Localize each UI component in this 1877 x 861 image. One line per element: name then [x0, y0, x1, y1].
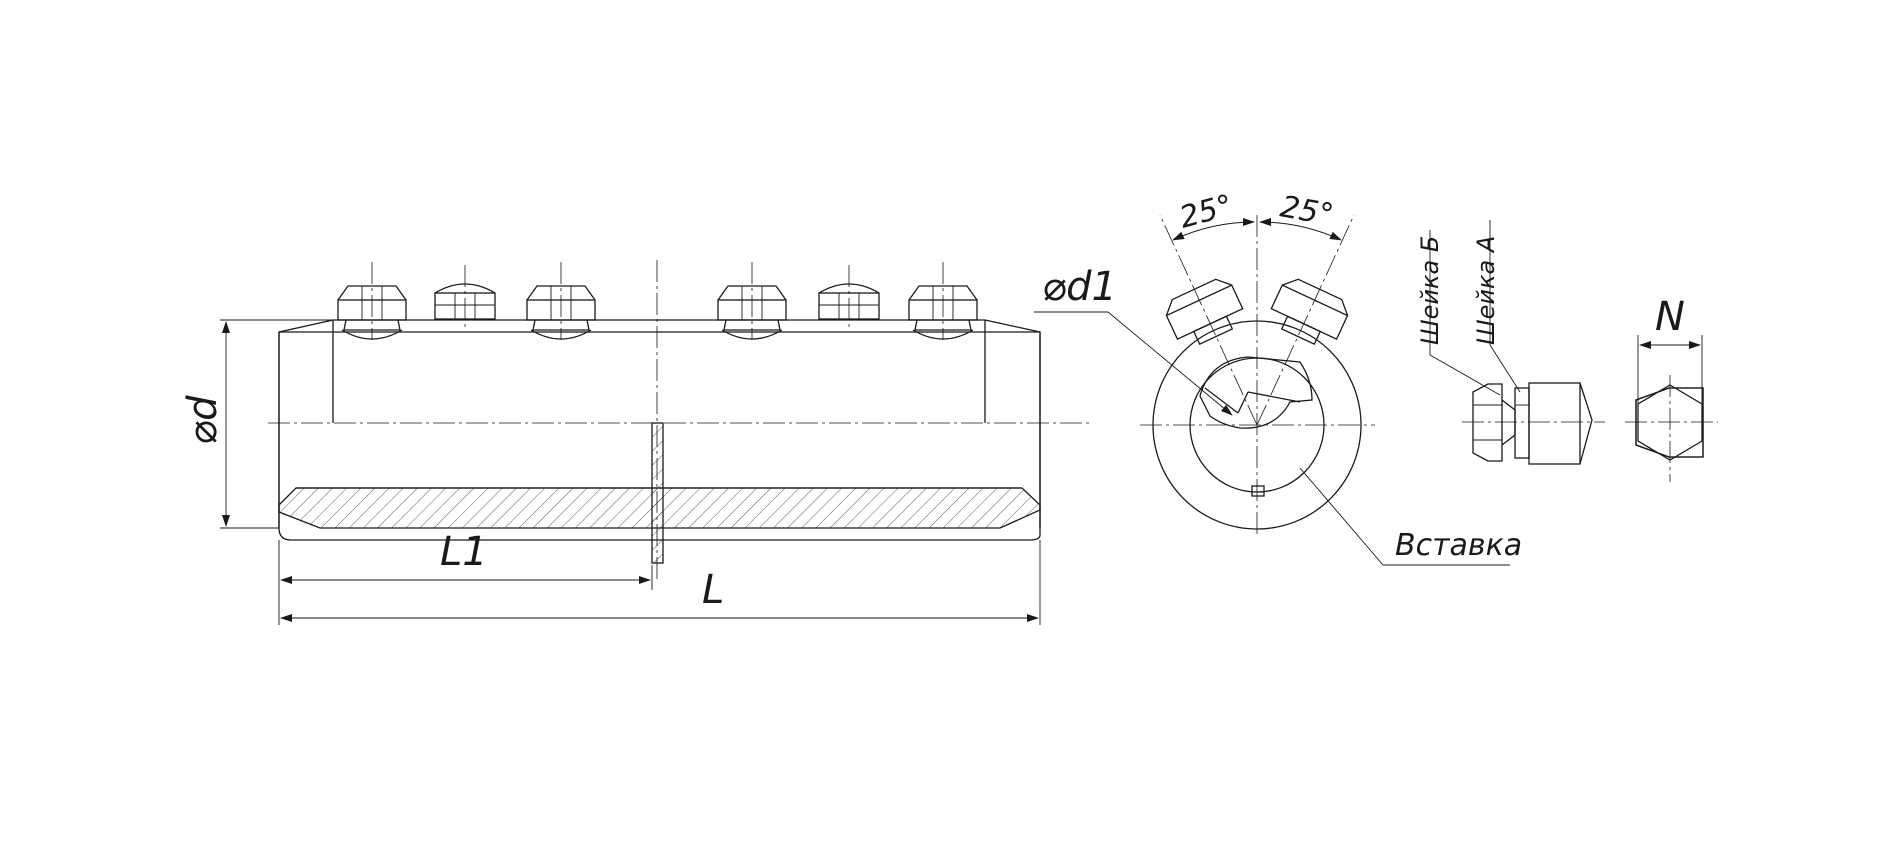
- end-bolt-left: [1165, 278, 1244, 346]
- neck-a-label: Шейка А: [1472, 236, 1500, 345]
- dim-d-label: ⌀d: [180, 395, 226, 445]
- end-bolt-right: [1270, 278, 1349, 346]
- angle-left-label: 25°: [1176, 188, 1236, 236]
- dim-d1-label: ⌀d1: [1042, 264, 1117, 310]
- dimension-n: N: [1637, 294, 1703, 404]
- dim-n-label: N: [1655, 294, 1685, 340]
- angle-right-label: 25°: [1278, 189, 1336, 233]
- dimension-d1: ⌀d1: [1034, 264, 1233, 416]
- body-outline: [278, 331, 1041, 541]
- insert-shape: [1199, 356, 1313, 429]
- dimension-d: ⌀d: [180, 319, 333, 529]
- dim-l1-label: L1: [440, 529, 488, 575]
- end-view: 25° 25° ⌀d1 Вставка: [1034, 188, 1522, 566]
- side-view: ⌀d L1 L: [180, 260, 1090, 625]
- insert-leader: Вставка: [1299, 467, 1522, 566]
- center-stop: [651, 422, 664, 564]
- dimension-l: L: [280, 540, 1041, 625]
- dim-l-label: L: [702, 567, 724, 613]
- bolt-head: [1472, 383, 1503, 462]
- dimension-l1: L1: [278, 529, 653, 625]
- hex-nut-view: N: [1625, 294, 1718, 482]
- bolt-detail: Шейка Б Шейка А: [1416, 220, 1605, 465]
- insert-label: Вставка: [1395, 528, 1522, 563]
